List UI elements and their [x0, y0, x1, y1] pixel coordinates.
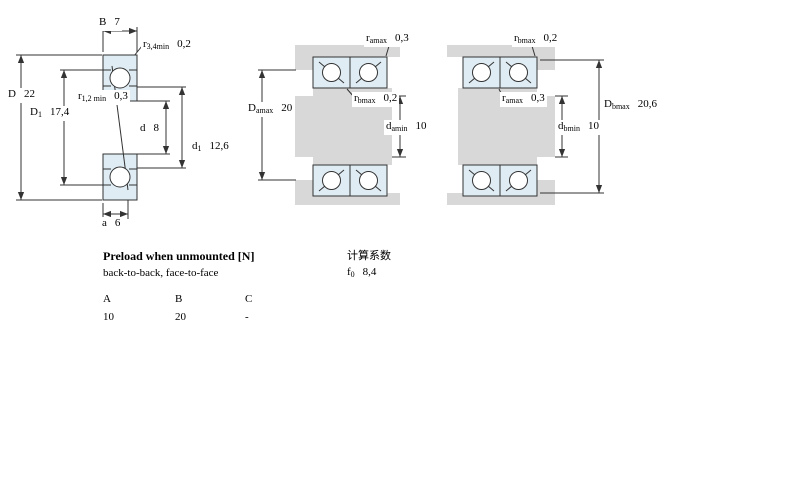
preload-val-C: -: [245, 311, 249, 323]
calculation-title: 计算系数: [347, 250, 391, 262]
preload-col-A: A: [103, 293, 111, 305]
bearing-pair-face-to-face-figure: [447, 45, 604, 205]
technical-drawing: [16, 27, 604, 219]
bearing-pair-back-to-back-figure: [258, 45, 406, 205]
preload-val-A: 10: [103, 311, 114, 323]
preload-col-C: C: [245, 293, 253, 305]
preload-subtitle: back-to-back, face-to-face: [103, 267, 219, 279]
preload-title: Preload when unmounted [N]: [103, 249, 255, 263]
preload-col-B: B: [175, 293, 183, 305]
preload-val-B: 20: [175, 311, 186, 323]
